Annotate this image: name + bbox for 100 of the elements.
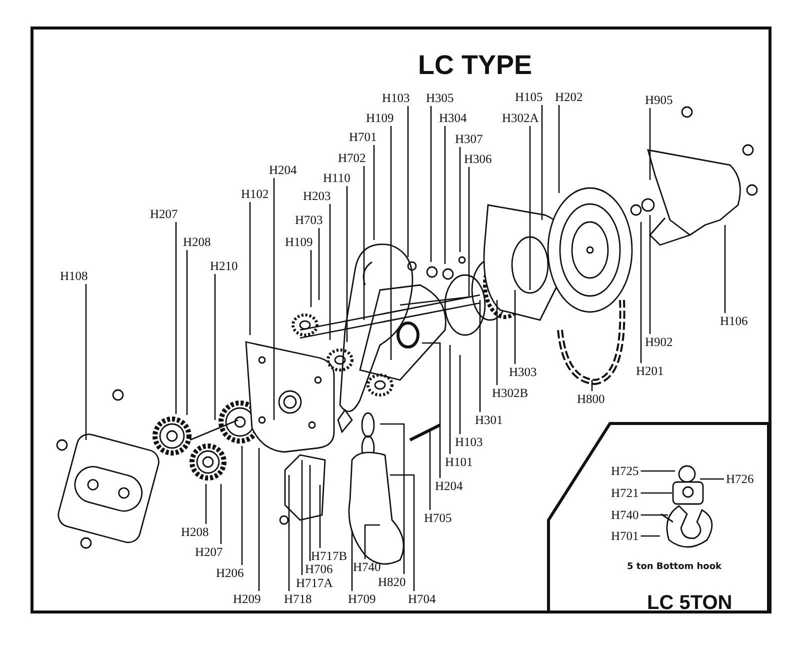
part-number: H703 bbox=[295, 213, 323, 227]
leader-line bbox=[640, 470, 675, 472]
leader-line bbox=[407, 106, 409, 257]
leader-line bbox=[700, 478, 724, 480]
part-number: H208 bbox=[181, 525, 209, 539]
leader-line bbox=[591, 380, 593, 391]
part-number: H721 bbox=[611, 486, 639, 500]
leader-line bbox=[380, 423, 405, 574]
leader-line bbox=[318, 228, 320, 300]
leader-line bbox=[310, 250, 312, 307]
leader-line bbox=[319, 485, 321, 548]
leader-line bbox=[479, 300, 481, 412]
leader-line bbox=[529, 126, 531, 290]
leader-line bbox=[364, 524, 380, 559]
part-number: H204 bbox=[435, 479, 463, 493]
leader-line bbox=[724, 225, 726, 313]
part-number: H717A bbox=[296, 576, 333, 590]
part-number: H717B bbox=[311, 549, 348, 563]
leader-line bbox=[346, 186, 348, 342]
leader-line bbox=[514, 290, 516, 364]
leader-line bbox=[649, 108, 651, 180]
leader-line bbox=[649, 215, 651, 334]
part-number: H103 bbox=[455, 435, 483, 449]
leader-line bbox=[175, 222, 177, 414]
leader-line bbox=[373, 145, 375, 240]
part-number: H207 bbox=[195, 545, 223, 559]
part-number: H701 bbox=[611, 529, 639, 543]
leader-line bbox=[351, 530, 353, 591]
leader-line bbox=[558, 105, 560, 193]
part-number: H102 bbox=[241, 187, 269, 201]
part-number: H820 bbox=[378, 575, 406, 589]
leader-line bbox=[309, 465, 311, 561]
leader-line bbox=[241, 446, 243, 565]
leader-line bbox=[205, 484, 207, 524]
leader-line bbox=[288, 475, 290, 591]
leader-line bbox=[186, 250, 188, 415]
part-number: H706 bbox=[305, 562, 333, 576]
part-number: H702 bbox=[338, 151, 366, 165]
leader-line bbox=[430, 106, 432, 262]
part-number: H705 bbox=[424, 511, 452, 525]
leader-line bbox=[214, 274, 216, 420]
part-number: H740 bbox=[611, 508, 639, 522]
leader-line bbox=[273, 178, 275, 420]
leader-line bbox=[640, 514, 668, 516]
part-number: H206 bbox=[216, 566, 244, 580]
part-number: H210 bbox=[210, 259, 238, 273]
part-number: H109 bbox=[285, 235, 313, 249]
part-number: H726 bbox=[726, 472, 754, 486]
part-number: H740 bbox=[353, 560, 381, 574]
part-number: H209 bbox=[233, 592, 261, 606]
leader-line bbox=[496, 300, 498, 385]
part-number: H203 bbox=[303, 189, 331, 203]
part-number: H103 bbox=[382, 91, 410, 105]
leader-line bbox=[400, 167, 470, 306]
part-number: H108 bbox=[60, 269, 88, 283]
panel-title: LC 5TON bbox=[647, 592, 732, 615]
part-number: H101 bbox=[445, 455, 473, 469]
leader-line bbox=[541, 105, 543, 220]
leader-line bbox=[220, 484, 222, 544]
leader-line bbox=[258, 448, 260, 591]
leader-line bbox=[429, 430, 431, 510]
part-number: H902 bbox=[645, 335, 673, 349]
leader-line bbox=[85, 284, 87, 440]
part-number: H701 bbox=[349, 130, 377, 144]
panel-heading: 5 ton Bottom hook bbox=[627, 562, 722, 572]
leader-line bbox=[640, 492, 672, 494]
part-number: H109 bbox=[366, 111, 394, 125]
part-number: H307 bbox=[455, 132, 483, 146]
part-number: H905 bbox=[645, 93, 673, 107]
leader-line bbox=[459, 355, 461, 434]
leader-line bbox=[449, 345, 451, 454]
part-number: H208 bbox=[183, 235, 211, 249]
part-number: H305 bbox=[426, 91, 454, 105]
part-number: H106 bbox=[720, 314, 748, 328]
title: LC TYPE bbox=[416, 50, 533, 81]
leader-line bbox=[249, 202, 251, 335]
part-number: H202 bbox=[555, 90, 583, 104]
part-number: H201 bbox=[636, 364, 664, 378]
part-number: H725 bbox=[611, 464, 639, 478]
part-number: H207 bbox=[150, 207, 178, 221]
leader-line bbox=[640, 222, 642, 363]
part-number: H105 bbox=[515, 90, 543, 104]
part-number: H302A bbox=[502, 111, 539, 125]
leader-line bbox=[640, 535, 660, 537]
leader-line bbox=[329, 204, 331, 340]
part-number: H303 bbox=[509, 365, 537, 379]
part-number: H204 bbox=[269, 163, 297, 177]
inset-panel bbox=[547, 422, 770, 612]
leader-line bbox=[422, 342, 441, 478]
part-number: H110 bbox=[323, 171, 350, 185]
part-number: H304 bbox=[439, 111, 467, 125]
leader-line bbox=[390, 474, 415, 591]
leader-line bbox=[390, 126, 392, 360]
part-number: H302B bbox=[492, 386, 528, 400]
leader-line bbox=[459, 147, 461, 252]
leader-line bbox=[301, 460, 303, 575]
leader-line bbox=[363, 166, 365, 320]
part-number: H306 bbox=[464, 152, 492, 166]
part-number: H709 bbox=[348, 592, 376, 606]
part-number: H718 bbox=[284, 592, 312, 606]
